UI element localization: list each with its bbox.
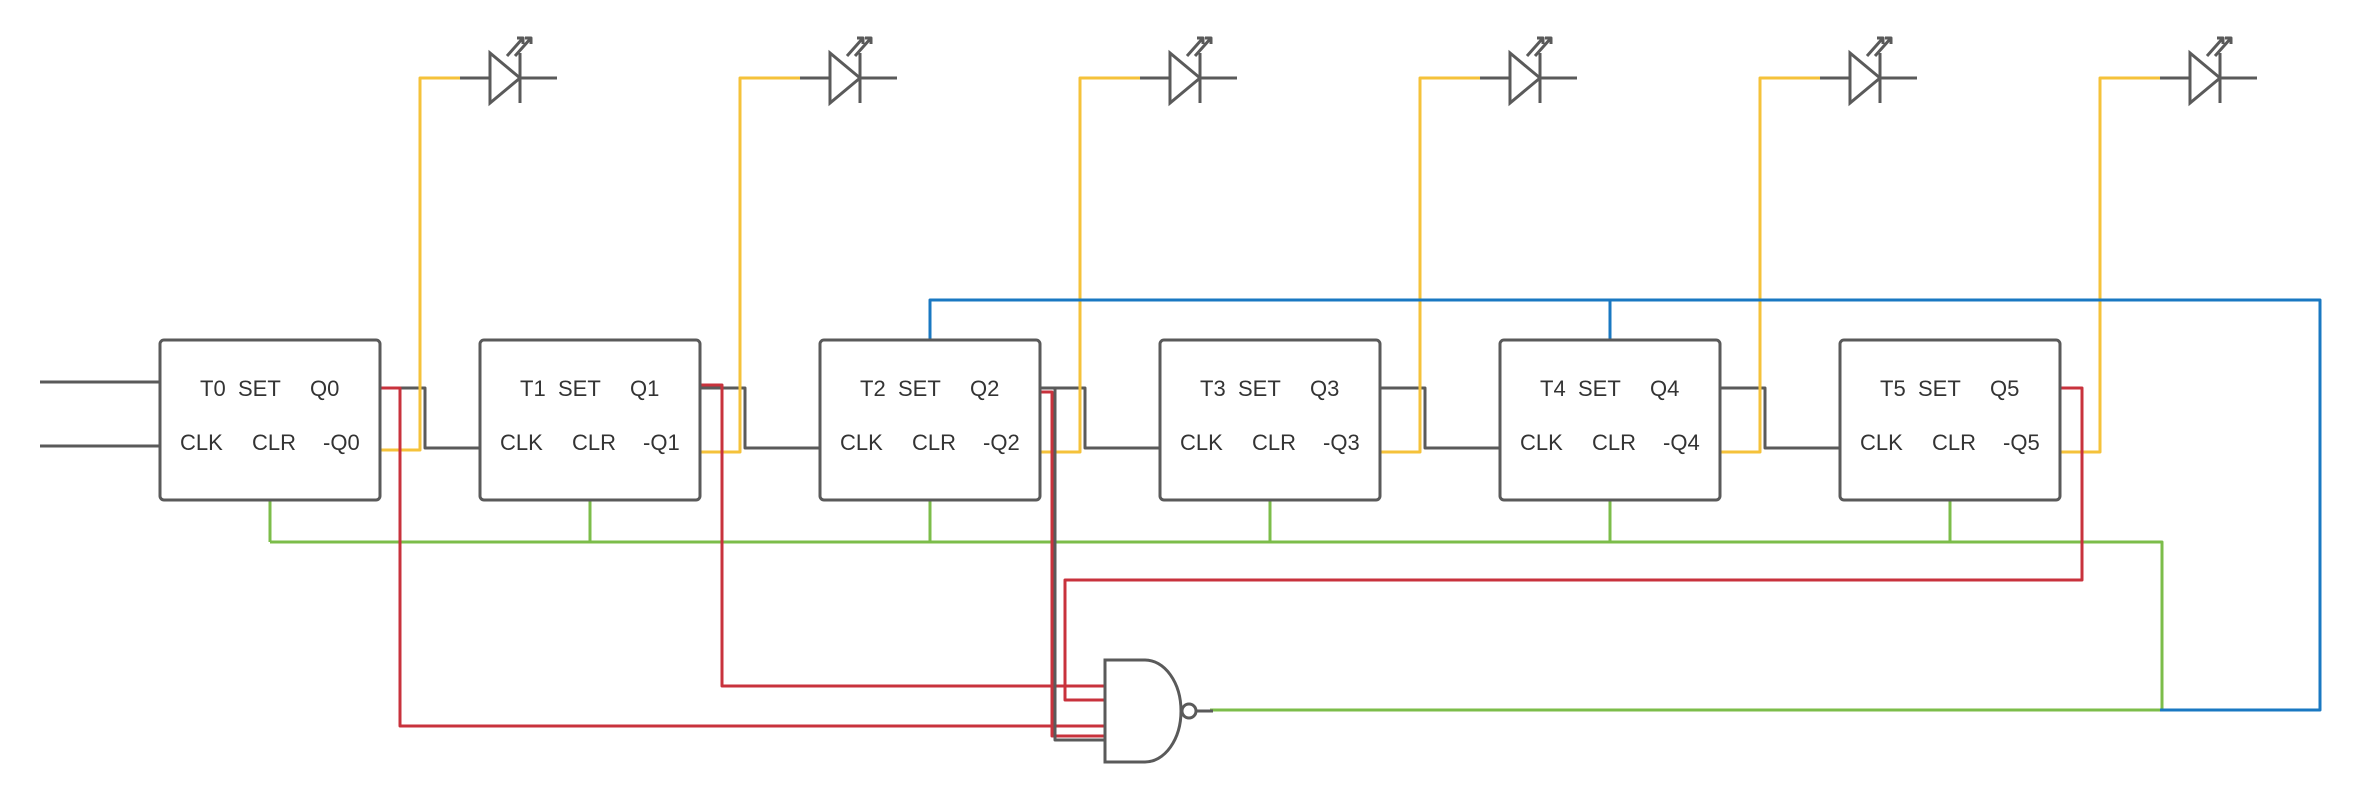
q1-to-gate-wire (700, 383, 1105, 688)
set-bus-wire (928, 298, 2322, 712)
clr-pin-label: CLR (572, 430, 616, 455)
nand-gate (1103, 658, 1213, 764)
flipflop-box (478, 338, 702, 502)
flipflop-box (1838, 338, 2062, 502)
flipflop-name-label: T4 (1540, 376, 1566, 401)
q-to-clk-wire (1040, 386, 1160, 450)
clr-pin-label: CLR (1252, 430, 1296, 455)
clk-pin-label: CLK (1520, 430, 1563, 455)
flipflop-name-label: T2 (860, 376, 886, 401)
flipflop-box (1498, 338, 1722, 502)
wires (40, 76, 2322, 742)
nq-pin-label: -Q0 (323, 430, 360, 455)
led-diode-icon (460, 36, 557, 107)
nq-to-led-wire (380, 76, 460, 452)
nq-pin-label: -Q5 (2003, 430, 2040, 455)
set-pin-label: SET (1918, 376, 1961, 401)
flipflop-box (1158, 338, 1382, 502)
led-diode-icon (800, 36, 897, 107)
q-to-clk-wire (700, 386, 820, 450)
clk-pin-label: CLK (1180, 430, 1223, 455)
nq-to-led-wire (1040, 76, 1140, 454)
led-diode-icon (1820, 36, 1917, 107)
nq-to-led-wire (1720, 76, 1820, 454)
flipflop-name-label: T5 (1880, 376, 1906, 401)
nq-to-led-wire (2060, 76, 2160, 454)
set-pin-label: SET (898, 376, 941, 401)
clr-pin-label: CLR (912, 430, 956, 455)
q-pin-label: Q5 (1990, 376, 2019, 401)
nq-to-led-wire (700, 76, 800, 454)
set-pin-label: SET (1578, 376, 1621, 401)
clk-pin-label: CLK (500, 430, 543, 455)
clr-pin-label: CLR (252, 430, 296, 455)
clr-pin-label: CLR (1932, 430, 1976, 455)
q5-to-gate-wire (1063, 386, 2084, 702)
led-row (460, 36, 2257, 107)
flipflop-name-label: T3 (1200, 376, 1226, 401)
nq-pin-label: -Q2 (983, 430, 1020, 455)
set-pin-label: SET (1238, 376, 1281, 401)
flipflop-name-label: T1 (520, 376, 546, 401)
nq-pin-label: -Q3 (1323, 430, 1360, 455)
q-pin-label: Q3 (1310, 376, 1339, 401)
clr-bus-wire (270, 540, 2164, 712)
nand-gate-icon (1103, 658, 1213, 764)
clr-pin-label: CLR (1592, 430, 1636, 455)
q-pin-label: Q1 (630, 376, 659, 401)
flipflop-box (158, 338, 382, 502)
q-pin-label: Q2 (970, 376, 999, 401)
q-pin-label: Q4 (1650, 376, 1679, 401)
q0-to-gate-wire (380, 386, 1105, 728)
q-to-clk-wire (380, 386, 480, 450)
q-to-clk-wire (1720, 386, 1840, 450)
flipflop-name-label: T0 (200, 376, 226, 401)
set-pin-label: SET (558, 376, 601, 401)
led-diode-icon (1140, 36, 1237, 107)
flipflop-box (818, 338, 1042, 502)
q-pin-label: Q0 (310, 376, 339, 401)
led-diode-icon (1480, 36, 1577, 107)
set-pin-label: SET (238, 376, 281, 401)
clk-pin-label: CLK (1860, 430, 1903, 455)
clk-pin-label: CLK (180, 430, 223, 455)
nq-to-led-wire (1380, 76, 1480, 454)
q2-to-gate-wire (1040, 390, 1105, 738)
nq-pin-label: -Q1 (643, 430, 680, 455)
led-diode-icon (2160, 36, 2257, 107)
nq-pin-label: -Q4 (1663, 430, 1700, 455)
q-to-clk-wire (1380, 386, 1500, 450)
clk-pin-label: CLK (840, 430, 883, 455)
gray-gate-input-wire (1040, 386, 1105, 742)
